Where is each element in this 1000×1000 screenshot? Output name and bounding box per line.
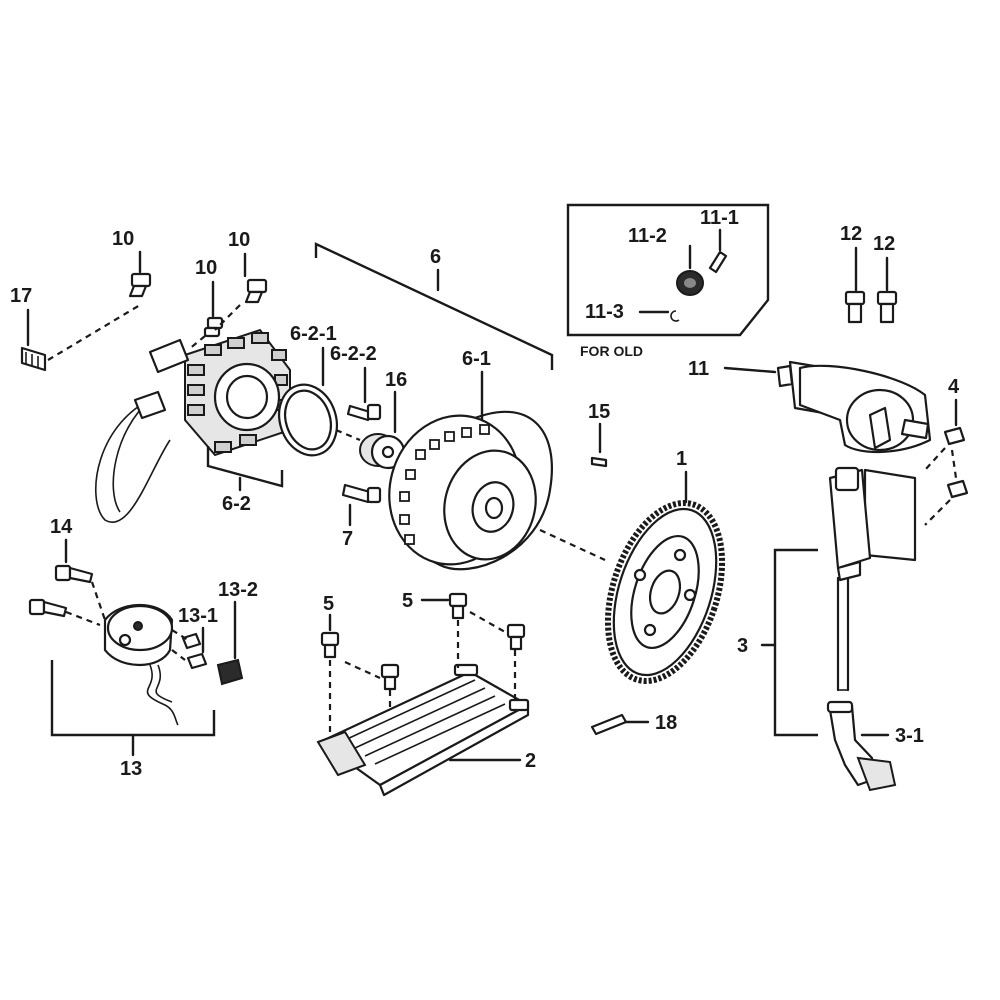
part-13-1-screw — [181, 632, 208, 670]
label-4: 4 — [948, 376, 960, 398]
label-7: 7 — [342, 528, 353, 550]
part-10-bolt-b — [203, 316, 224, 338]
label-13: 13 — [120, 758, 142, 780]
part-6-2-2-bolt — [346, 403, 382, 422]
part-15-key — [590, 456, 608, 468]
part-4-bolt-b — [946, 479, 969, 499]
part-6-2-stator — [94, 328, 291, 523]
label-6-1: 6-1 — [462, 348, 491, 370]
part-10-bolt-a — [128, 272, 152, 298]
inset-caption: FOR OLD — [580, 343, 643, 359]
part-1-ring-gear — [604, 500, 726, 684]
part-5-bolt-b — [448, 592, 468, 620]
part-5-bolt-d — [506, 623, 526, 651]
part-11-2-gear — [676, 270, 704, 296]
bracket-6: 6 — [314, 242, 554, 370]
part-11-3-clip — [670, 310, 680, 322]
label-6-2: 6-2 — [222, 493, 251, 515]
label-12-b: 12 — [873, 233, 895, 255]
part-11-starter-motor — [776, 360, 932, 453]
part-7-bolt — [341, 483, 382, 504]
label-18: 18 — [655, 712, 677, 734]
label-10-c: 10 — [228, 229, 250, 251]
part-17-terminal — [20, 346, 47, 372]
label-11-1: 11-1 — [700, 207, 739, 229]
part-6-2-1-o-ring — [278, 383, 338, 457]
label-6: 6 — [430, 246, 441, 268]
label-6-2-2: 6-2-2 — [330, 343, 377, 365]
label-5-b: 5 — [402, 590, 413, 612]
part-18-pin — [590, 713, 628, 736]
part-4-bolt-a — [943, 426, 966, 446]
label-3: 3 — [737, 635, 748, 657]
label-16: 16 — [385, 369, 407, 391]
label-6-2-1: 6-2-1 — [290, 323, 337, 345]
part-10-bolt-c — [244, 278, 268, 304]
label-10-a: 10 — [112, 228, 134, 250]
label-10-b: 10 — [195, 257, 217, 279]
part-12-bolt-b — [876, 290, 898, 324]
part-14-bolt-a — [54, 564, 94, 584]
part-2-regulator — [316, 663, 530, 797]
label-13-1: 13-1 — [178, 605, 218, 627]
label-12-a: 12 — [840, 223, 862, 245]
part-3-1-plug-cap — [826, 700, 897, 792]
label-15: 15 — [588, 401, 610, 423]
part-5-bolt-c — [380, 663, 400, 691]
part-6-1-flywheel — [388, 410, 553, 571]
label-11-3: 11-3 — [585, 301, 624, 323]
label-11-2: 11-2 — [628, 225, 667, 247]
inset-for-old: FOR OLD 11-2 11-1 11-3 — [566, 203, 770, 359]
part-5-bolt-a — [320, 631, 340, 659]
label-13-2: 13-2 — [218, 579, 258, 601]
label-5-a: 5 — [323, 593, 334, 615]
part-14-bolt-b — [28, 598, 68, 618]
label-14: 14 — [50, 516, 73, 538]
label-3-1: 3-1 — [895, 725, 924, 747]
part-12-bolt-a — [844, 290, 866, 324]
part-3-ignition-coil — [828, 466, 917, 692]
part-13-2-connector — [216, 658, 244, 686]
label-11: 11 — [688, 358, 709, 380]
part-11-1-pin — [708, 250, 728, 274]
part-13-pickup — [103, 603, 179, 726]
label-17: 17 — [10, 285, 32, 307]
label-1: 1 — [676, 448, 687, 470]
label-2: 2 — [525, 750, 536, 772]
